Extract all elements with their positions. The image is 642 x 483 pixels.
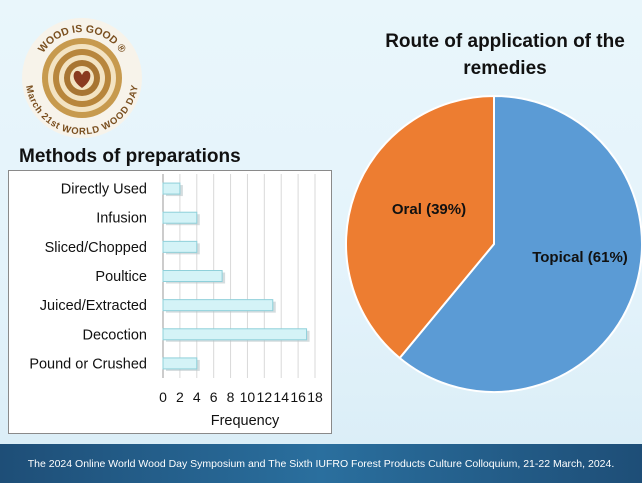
pie-chart: Topical (61%) Oral (39%)	[345, 94, 642, 393]
footer-banner: The 2024 Online World Wood Day Symposium…	[0, 444, 642, 483]
slide: WOOD IS GOOD ® March 21st WORLD WOOD DAY…	[0, 0, 642, 444]
pie-slice-topical	[398, 94, 642, 393]
bar-chart-title: Methods of preparations	[19, 146, 241, 167]
pie-chart-title: Route of application of the remedies	[385, 31, 625, 79]
footer-text: The 2024 Online World Wood Day Symposium…	[27, 457, 615, 470]
pie-label-topical: Topical (61%)	[532, 249, 628, 266]
pie-label-oral: Oral (39%)	[392, 201, 466, 218]
heart-icon	[73, 70, 91, 88]
pie-slice-oral	[345, 94, 495, 360]
world-wood-day-logo: WOOD IS GOOD ® March 21st WORLD WOOD DAY	[22, 18, 142, 138]
